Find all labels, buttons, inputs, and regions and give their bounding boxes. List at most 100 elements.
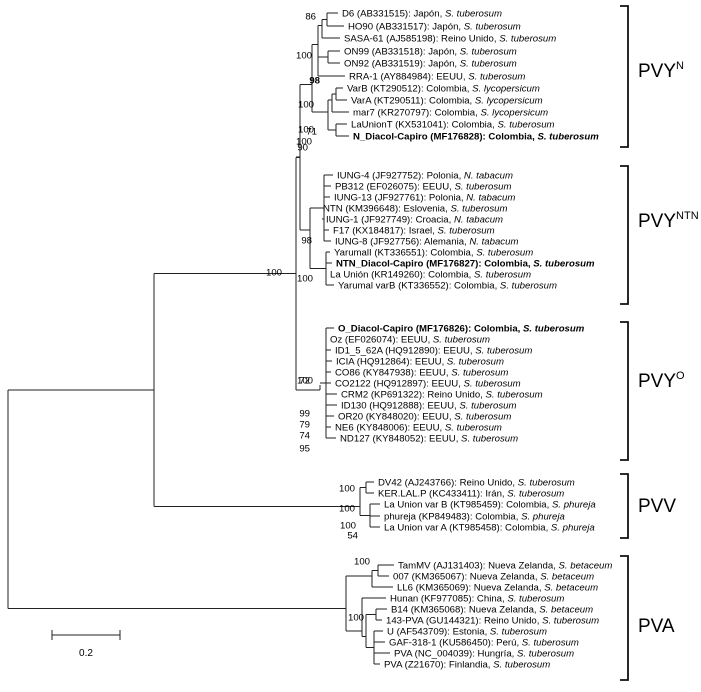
leaf-label: CO86 (KY847938): EEUU, S. tuberosum — [335, 368, 508, 379]
leaf-label: LaUnionT (KX531041): Colombia, S. tubero… — [351, 120, 555, 131]
leaf-label: IUNG-1 (JF927749): Croacia, N. tabacum — [326, 215, 503, 226]
leaf-host: S. tuberosum — [454, 182, 511, 193]
leaf-host: S. tuberosum — [447, 357, 504, 368]
bootstrap-label: 100 — [354, 557, 370, 568]
leaf-host: S. tuberosum — [438, 226, 495, 237]
leaf-label: ND127 (KY848052): EEUU, S. tuberosum — [340, 434, 518, 445]
leaf-label: IUNG-13 (JF927761): Polonia, N. tabacum — [334, 193, 515, 204]
leaf-accession: 143-PVA (GU144321): Reino Unido, — [386, 616, 542, 627]
bootstrap-label: 54 — [347, 531, 358, 542]
leaf-accession: Yarumal varB (KT336552): Colombia, — [338, 281, 500, 292]
bootstrap-label: 100 — [266, 268, 282, 279]
leaf-host: S. betaceum — [544, 583, 598, 594]
leaf-host: S. phureja — [521, 512, 565, 523]
leaf-accession: KER.LAL.P (KC433411): Irán, — [378, 489, 507, 500]
leaf-host: S. tuberosum — [500, 281, 557, 292]
bootstrap-label: 100 — [339, 504, 355, 515]
leaf-label: VarB (KT290512): Colombia, S. lycopersic… — [347, 84, 540, 95]
leaf-accession: B14 (KM365068): Nueva Zelanda, — [391, 605, 539, 616]
leaf-accession: IUNG-13 (JF927761): Polonia, — [334, 193, 466, 204]
leaf-accession: phureja (KP849483): Colombia, — [384, 512, 521, 523]
leaf-accession: IUNG-4 (JF927752): Polonia, — [337, 171, 464, 182]
clade-bracket — [620, 555, 629, 681]
bootstrap-label: 79 — [299, 420, 310, 431]
leaf-label: CRM2 (KP691322): Reino Unido, S. tuberos… — [341, 390, 543, 401]
leaf-label: ON92 (AB331519): Japón, S. tuberosum — [344, 59, 517, 70]
leaf-accession: DV42 (AJ243766): Reino Unido, — [378, 478, 518, 489]
leaf-labels: D6 (AB331515): Japón, S. tuberosum HO90 (… — [323, 9, 612, 671]
clade-name: PVA — [638, 616, 675, 637]
scale-bar-label: 0.2 — [79, 648, 93, 659]
leaf-label: HO90 (AB331517): Japón, S. tuberosum — [348, 22, 521, 33]
leaf-label: TamMV (AJ131403): Nueva Zelanda, S. beta… — [398, 561, 612, 572]
leaf-accession: TamMV (AJ131403): Nueva Zelanda, — [398, 561, 559, 572]
clade-name-text: PVV — [638, 496, 676, 517]
leaf-label: OR20 (KY848020): EEUU, S. tuberosum — [338, 412, 511, 423]
leaf-host: S. tuberosum — [468, 72, 525, 83]
clade-name-text: PVY — [638, 61, 676, 82]
leaf-host: S. tuberosum — [537, 132, 599, 143]
leaf-accession: D6 (AB331515): Japón, — [342, 9, 445, 20]
leaf-label: SASA-61 (AJ585198): Reino Unido, S. tube… — [344, 34, 556, 45]
bootstrap-label: 90 — [297, 143, 308, 154]
leaf-host: S. tuberosum — [460, 47, 517, 58]
leaf-host: S. tuberosum — [454, 412, 511, 423]
leaf-host: S. tuberosum — [460, 59, 517, 70]
bootstrap-label: 95 — [299, 444, 310, 455]
leaf-accession: PVA (NC_004039): Hungría, — [394, 649, 517, 660]
leaf-label: ON99 (AB331518): Japón, S. tuberosum — [344, 47, 517, 58]
clade-name-text: PVY — [638, 211, 676, 232]
leaf-host: S. tuberosum — [433, 335, 490, 346]
leaf-host: N. tabacum — [454, 215, 503, 226]
leaf-label: GAF-318-1 (KU586450): Perú, S. tuberosum — [389, 638, 579, 649]
clade-name-superscript: NTN — [676, 210, 699, 222]
leaf-label: N_Diacol-Capiro (MF176828): Colombia, S.… — [353, 132, 599, 143]
bootstrap-label: 100 — [296, 137, 312, 148]
leaf-accession: LL6 (KM365069): Nueva Zelanda, — [397, 583, 544, 594]
leaf-label: PVA (Z21670): Finlandia, S. tuberosum — [384, 660, 550, 671]
leaf-label: PVA (NC_004039): Hungría, S. tuberosum — [394, 649, 574, 660]
leaf-host: S. tuberosum — [451, 368, 508, 379]
leaf-host: S. tuberosum — [475, 346, 532, 357]
leaf-accession: HO90 (AB331517): Japón, — [348, 22, 464, 33]
clade-bracket — [620, 321, 629, 461]
leaf-accession: OR20 (KY848020): EEUU, — [338, 412, 454, 423]
leaf-host: S. lycopersicum — [475, 96, 543, 107]
clade-name-superscript: O — [676, 370, 685, 382]
leaf-accession: ON92 (AB331519): Japón, — [344, 59, 460, 70]
leaf-host: S. betaceum — [539, 605, 593, 616]
leaf-accession: Oz (EF026074): EEUU, — [330, 335, 433, 346]
leaf-host: S. tuberosum — [542, 616, 599, 627]
leaf-accession: NTN_Diacol-Capiro (MF176827): Colombia, — [336, 259, 533, 270]
leaf-host: N. tabacum — [464, 171, 513, 182]
bootstrap-label: 71 — [306, 127, 317, 138]
clade-bracket — [620, 165, 629, 305]
leaf-accession: La Unión (KR149260): Colombia, — [330, 270, 474, 281]
leaf-label: CO2122 (HQ912897): EEUU, S. tuberosum — [335, 379, 521, 390]
leaf-accession: ICIA (HQ912864): EEUU, — [336, 357, 447, 368]
leaf-label: ICIA (HQ912864): EEUU, S. tuberosum — [336, 357, 504, 368]
leaf-host: S. betaceum — [559, 561, 613, 572]
leaf-accession: ID1_5_62A (HQ912890): EEUU, — [335, 346, 475, 357]
leaf-label: NTN_Diacol-Capiro (MF176827): Colombia, … — [336, 259, 595, 270]
leaf-accession: SASA-61 (AJ585198): Reino Unido, — [344, 34, 499, 45]
leaf-host: S. tuberosum — [522, 638, 579, 649]
leaf-label: NE6 (KY848006): EEUU, S. tuberosum — [335, 423, 502, 434]
leaf-host: S. tuberosum — [486, 390, 543, 401]
bootstrap-label: 98 — [301, 236, 312, 247]
bootstrap-label: 98 — [309, 76, 320, 87]
leaf-label: F17 (KX184817): Israel, S. tuberosum — [333, 226, 495, 237]
bootstrap-label: 100 — [297, 376, 313, 387]
leaf-label: mar7 (KR270797): Colombia, S. lycopersic… — [353, 108, 548, 119]
leaf-host: S. phureja — [552, 500, 596, 511]
leaf-label: IUNG-4 (JF927752): Polonia, N. tabacum — [337, 171, 513, 182]
leaf-host: N. tabacum — [469, 237, 518, 248]
leaf-label: La Union var B (KT985459): Colombia, S. … — [384, 500, 596, 511]
clade-name: PVYNTN — [638, 210, 699, 232]
leaf-host: S. tuberosum — [450, 204, 507, 215]
leaf-label: VarA (KT290511): Colombia, S. lycopersic… — [351, 96, 543, 107]
bootstrap-label: 100 — [298, 100, 314, 111]
bootstrap-label: 100 — [348, 613, 364, 624]
leaf-label: IUNG-8 (JF927756): Alemania, N. tabacum — [335, 237, 518, 248]
